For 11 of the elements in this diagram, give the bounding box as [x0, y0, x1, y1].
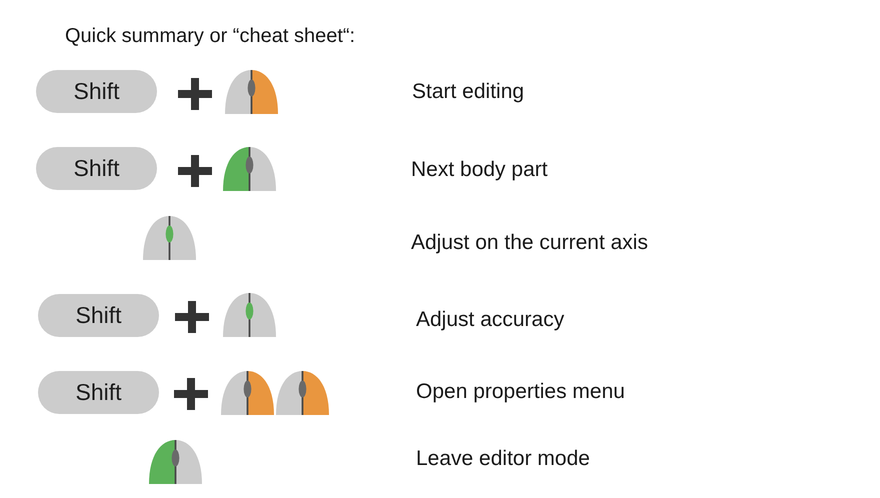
shortcut-description: Open properties menu	[416, 379, 625, 405]
shortcut-description: Adjust accuracy	[416, 307, 564, 333]
shift-key: Shift	[38, 371, 159, 414]
shortcut-description: Adjust on the current axis	[411, 230, 648, 256]
shortcut-description: Leave editor mode	[416, 446, 590, 472]
heading: Quick summary or “cheat sheet“:	[65, 24, 356, 48]
shift-key: Shift	[36, 70, 157, 113]
shift-key: Shift	[38, 294, 159, 337]
shortcut-description: Next body part	[411, 157, 548, 183]
shortcut-description: Start editing	[412, 79, 524, 105]
shift-key: Shift	[36, 147, 157, 190]
